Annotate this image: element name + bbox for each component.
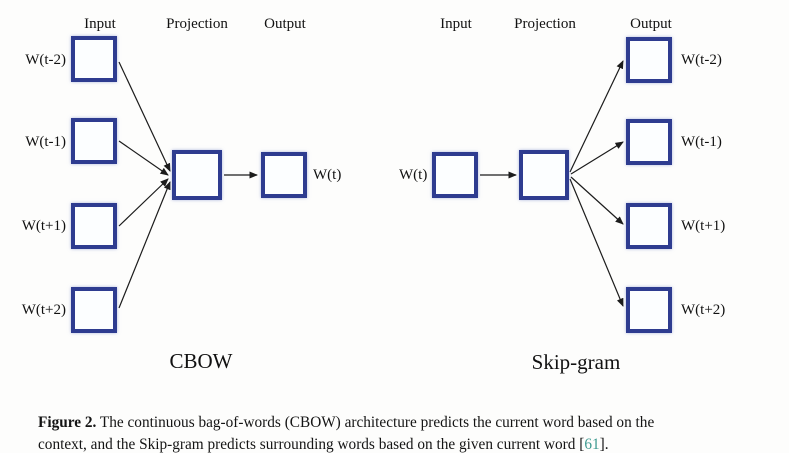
skipgram-output-label-1: W(t-2) xyxy=(681,52,722,68)
arrow-skipgram-out1 xyxy=(569,60,624,173)
figure-caption-line1: The continuous bag-of-words (CBOW) archi… xyxy=(96,414,655,432)
skipgram-output-label-4: W(t+2) xyxy=(681,302,726,318)
arrow-skipgram-out4 xyxy=(569,178,624,307)
cbow-input-box-4 xyxy=(71,287,117,333)
diagram-title-cbow: CBOW xyxy=(169,349,233,373)
cbow-output-label: W(t) xyxy=(313,167,342,183)
arrow-cbow-in2 xyxy=(118,140,169,176)
arrow-cbow-in1 xyxy=(118,61,171,172)
skipgram-projection-box xyxy=(519,150,569,200)
figure-caption: Figure 2. The continuous bag-of-words (C… xyxy=(38,412,728,453)
cbow-input-label-2: W(t-1) xyxy=(25,134,66,150)
cbow-input-label-4: W(t+2) xyxy=(21,302,66,318)
skipgram-output-box-1 xyxy=(626,37,672,83)
figure-caption-line2-end: ]. xyxy=(599,435,609,453)
arrow-skipgram-out2 xyxy=(570,141,624,175)
arrow-skipgram-out3 xyxy=(570,176,624,225)
skipgram-column-header-projection: Projection xyxy=(514,16,576,32)
citation-link[interactable]: 61 xyxy=(584,435,600,453)
skipgram-column-header-input: Input xyxy=(440,16,472,32)
skipgram-output-box-4 xyxy=(626,287,672,333)
diagram-title-skipgram: Skip-gram xyxy=(531,350,621,374)
cbow-input-label-3: W(t+1) xyxy=(21,218,66,234)
cbow-input-label-1: W(t-2) xyxy=(25,52,66,68)
cbow-output-box xyxy=(261,152,307,198)
skipgram-output-box-3 xyxy=(626,203,672,249)
cbow-projection-box xyxy=(172,150,222,200)
arrow-cbow-in3 xyxy=(118,178,169,227)
skipgram-input-label: W(t) xyxy=(399,167,428,183)
cbow-column-header-projection: Projection xyxy=(166,16,228,32)
skipgram-output-label-2: W(t-1) xyxy=(681,134,722,150)
figure-caption-label: Figure 2. xyxy=(38,414,97,432)
cbow-input-box-3 xyxy=(71,203,117,249)
cbow-column-header-input: Input xyxy=(84,16,116,32)
skipgram-column-header-output: Output xyxy=(630,16,672,32)
skipgram-output-box-2 xyxy=(626,119,672,165)
cbow-column-header-output: Output xyxy=(264,16,306,32)
cbow-input-box-2 xyxy=(71,118,117,164)
figure-caption-line2: context, and the Skip-gram predicts surr… xyxy=(38,435,585,453)
cbow-input-box-1 xyxy=(71,36,117,82)
skipgram-input-box xyxy=(432,152,478,198)
arrow-cbow-in4 xyxy=(118,181,171,309)
skipgram-output-label-3: W(t+1) xyxy=(681,218,726,234)
